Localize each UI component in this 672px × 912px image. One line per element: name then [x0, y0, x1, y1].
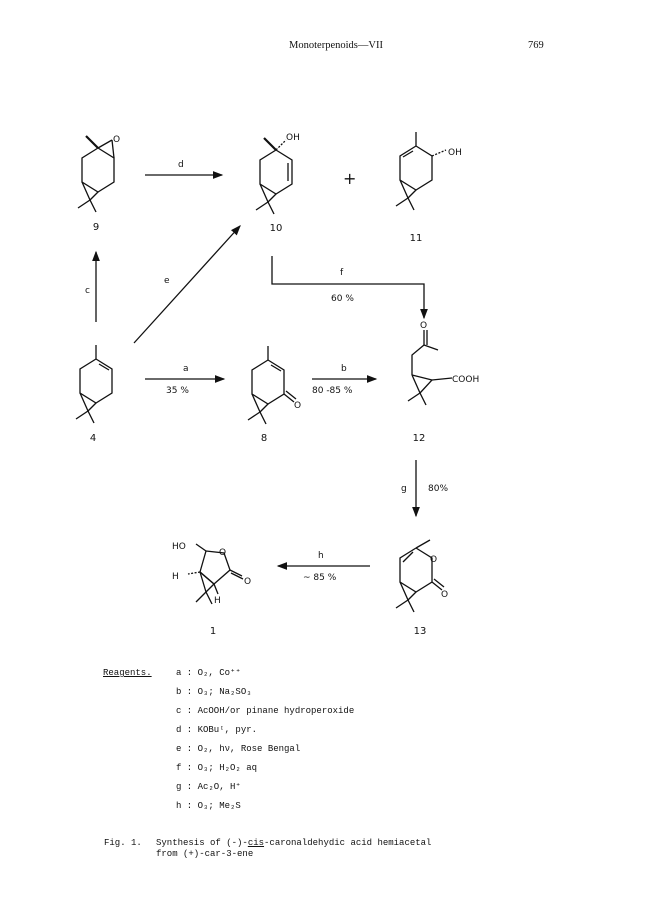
arrow-label-c: c [85, 286, 90, 296]
atom-o-13-carbonyl: O [441, 590, 448, 600]
arrow-yield-h: ~ 85 % [303, 573, 337, 583]
arrow-label-a: a [183, 364, 189, 374]
reagent-key: c [176, 706, 182, 716]
atom-h-bottom: H [214, 596, 221, 606]
compound-4-structure [75, 345, 113, 424]
caption-post: -caronaldehydic acid hemiacetal [264, 838, 432, 848]
arrow-label-h: h [318, 551, 324, 561]
arrow-label-f: f [340, 268, 344, 278]
running-header-title: Monoterpenoids—VII [289, 40, 383, 51]
compound-12-structure: O COOH [407, 321, 479, 406]
reagent-key: g [176, 782, 182, 792]
reagent-key: e [176, 744, 182, 754]
reagent-text: O₃; Me₂S [197, 801, 241, 811]
reagent-separator: : [181, 744, 198, 754]
atom-h-left: H [172, 572, 179, 582]
arrow-yield-f: 60 % [331, 294, 354, 304]
reagent-separator: : [181, 687, 198, 697]
atom-o-8: O [294, 401, 301, 411]
compound-label-11: 11 [410, 233, 423, 244]
compound-8-structure: O [247, 346, 301, 425]
atom-o: O [113, 135, 120, 145]
atom-oh-11: OH [448, 148, 462, 158]
reagent-text: Ac₂O, H⁺ [197, 782, 241, 792]
arrow-yield-g: 80% [428, 484, 448, 494]
reagent-text: AcOOH/or pinane hydroperoxide [197, 706, 355, 716]
page-number: 769 [528, 40, 544, 51]
figure-caption: Fig. 1. Synthesis of (-)-cis-caronaldehyd… [104, 838, 431, 860]
compound-9-structure: O [77, 135, 120, 213]
reagent-key: a [176, 668, 182, 678]
reagent-row: b : O₃; Na₂SO₃ [176, 687, 252, 697]
reagent-separator: : [181, 763, 198, 773]
reagent-row: e : O₂, hν, Rose Bengal [176, 744, 300, 754]
reagent-separator: : [181, 725, 198, 735]
reagent-separator: : [181, 801, 198, 811]
reagent-row: g : Ac₂O, H⁺ [176, 782, 241, 792]
compound-label-4: 4 [90, 433, 96, 444]
compound-11-structure: OH [395, 132, 462, 211]
reagent-key: d [176, 725, 182, 735]
reagent-text: O₃; Na₂SO₃ [197, 687, 252, 697]
compound-label-8: 8 [261, 433, 267, 444]
arrow-yield-a: 35 % [166, 386, 189, 396]
compound-10-structure: OH [255, 133, 300, 215]
plus-sign: + [343, 169, 356, 188]
arrow-yield-b: 80 -85 % [312, 386, 353, 396]
compound-label-9: 9 [93, 222, 99, 233]
reagent-row: f : O₃; H₂O₂ aq [176, 763, 257, 773]
atom-oh: OH [286, 133, 300, 143]
compound-13-structure: O O [395, 539, 448, 613]
arrow-label-e: e [164, 276, 170, 286]
reagent-key: b [176, 687, 182, 697]
reagent-text: KOBuᵗ, pyr. [197, 725, 258, 735]
reagent-text: O₂, hν, Rose Bengal [197, 744, 301, 754]
compound-label-1: 1 [210, 626, 216, 637]
compound-1-structure: HO O O H H [172, 542, 251, 606]
compound-label-13: 13 [414, 626, 427, 637]
arrow-label-d: d [178, 160, 184, 170]
atom-ho: HO [172, 542, 186, 552]
reagent-text: O₂, Co⁺⁺ [197, 668, 241, 678]
reagents-heading: Reagents. [103, 668, 152, 678]
caption-line2: from (+)-car-3-ene [156, 849, 254, 859]
reagent-separator: : [181, 668, 198, 678]
arrow-label-g: g [401, 484, 407, 494]
reagent-key: h [176, 801, 182, 811]
atom-o-1-carbonyl: O [244, 577, 251, 587]
caption-emph: cis [247, 838, 265, 848]
reagent-row: d : KOBuᵗ, pyr. [176, 725, 257, 735]
caption-pre: Synthesis of (-)- [156, 838, 248, 848]
compound-label-10: 10 [270, 223, 283, 234]
arrow-label-b: b [341, 364, 347, 374]
atom-cooh: COOH [452, 375, 479, 385]
atom-o-12: O [420, 321, 427, 331]
reagent-row: h : O₃; Me₂S [176, 801, 241, 811]
reagent-row: c : AcOOH/or pinane hydroperoxide [176, 706, 354, 716]
compound-label-12: 12 [413, 433, 426, 444]
reagent-row: a : O₂, Co⁺⁺ [176, 668, 241, 678]
atom-o-1-ring: O [219, 548, 226, 558]
atom-o-13-ring: O [430, 555, 437, 565]
synthesis-scheme: O 9 d OH 10 + OH 11 c e f 60 % [75, 132, 479, 637]
reagent-separator: : [181, 706, 198, 716]
reagent-key: f [176, 763, 182, 773]
reagent-text: O₃; H₂O₂ aq [197, 763, 258, 773]
figure-label: Fig. 1. [104, 838, 142, 848]
reagent-separator: : [181, 782, 198, 792]
